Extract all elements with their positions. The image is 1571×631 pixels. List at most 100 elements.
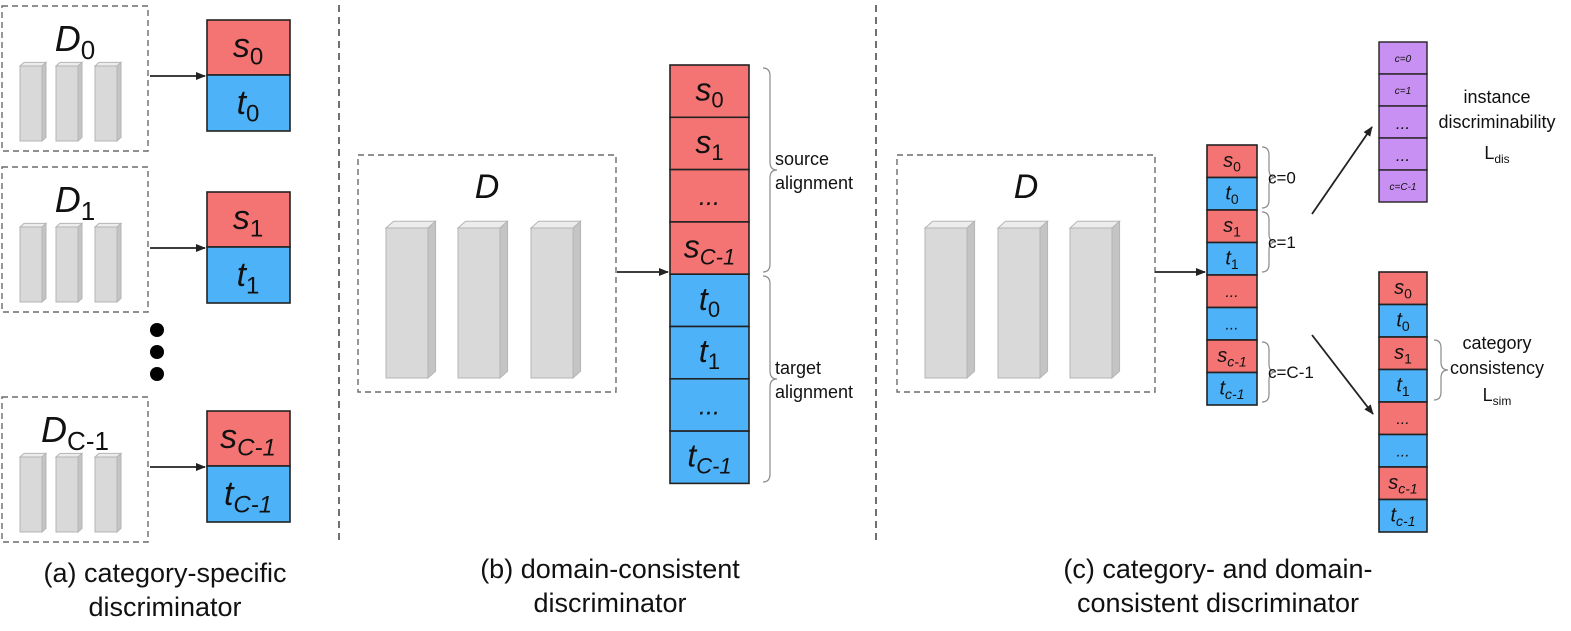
layer-block-side: [77, 61, 83, 143]
target-cell: [206, 465, 291, 523]
category-group-brace: [1261, 211, 1277, 273]
target-alignment-label: alignment: [775, 382, 853, 402]
layer-block-top: [384, 220, 437, 229]
target-cell-label: t1: [1225, 248, 1239, 272]
ellipsis-dot: [150, 323, 164, 337]
target-cell: [669, 325, 750, 380]
layer-block: [996, 220, 1049, 380]
target-cell-label: tC-1: [687, 438, 731, 479]
instance-cell-label: ...: [1396, 114, 1410, 133]
layer-block-front: [55, 226, 79, 303]
source-cell-label: sc-1: [1388, 472, 1417, 496]
target-cell-label: tC-1: [224, 475, 272, 518]
discriminator-box: [357, 154, 617, 393]
source-cell-label: sC-1: [684, 228, 735, 269]
panel-a-caption: discriminator: [88, 592, 241, 622]
source-cell-label: s1: [233, 199, 263, 242]
discriminator-box: [1, 166, 149, 313]
layer-block-side: [1039, 220, 1049, 380]
source-cell-label: sc-1: [1217, 345, 1246, 369]
instance-cell: [1378, 73, 1428, 107]
source-cell-label: s0: [233, 27, 263, 70]
layer-block-side: [41, 452, 47, 534]
category-consistency-label: consistency: [1450, 358, 1544, 378]
target-cell-label: ...: [1225, 317, 1238, 334]
instance-cell-label: c=C-1: [1390, 182, 1417, 193]
target-cell-label: t0: [699, 281, 720, 322]
flow-arrow: [1311, 334, 1374, 415]
target-cell: [206, 74, 291, 132]
category-group-label: c=C-1: [1268, 363, 1314, 382]
ellipsis-dot: [150, 367, 164, 381]
source-cell: [669, 64, 750, 119]
instance-cell-label: ...: [1396, 146, 1410, 165]
layer-block: [54, 61, 84, 143]
discriminator-label: D: [1014, 168, 1039, 206]
category-group-brace: [1261, 146, 1277, 209]
source-cell: [1378, 336, 1428, 371]
panel-b: Ds0s1...sC-1t0t1...tC-1sourcealignmentta…: [357, 64, 853, 618]
target-cell-label: ...: [699, 392, 720, 420]
layer-block-top: [923, 220, 976, 229]
discriminator-label: D1: [55, 179, 95, 226]
category-consistency-label: category: [1462, 333, 1531, 353]
source-cell: [669, 168, 750, 223]
panel-b-caption: (b) domain-consistent: [480, 554, 740, 584]
source-cell: [1378, 466, 1428, 501]
instance-cell-label: c=0: [1395, 54, 1412, 65]
layer-block-side: [572, 220, 582, 380]
instance-discriminability-label: instance: [1463, 87, 1530, 107]
target-cell: [1378, 368, 1428, 403]
target-cell-label: t0: [1225, 183, 1239, 207]
layer-block-side: [116, 222, 122, 304]
layer-block-side: [427, 220, 437, 380]
category-group-label: c=1: [1268, 233, 1296, 252]
layer-block: [18, 222, 48, 304]
layer-block: [456, 220, 509, 380]
instance-cell-label: c=1: [1395, 86, 1411, 97]
instance-discriminability-label: discriminability: [1438, 112, 1555, 132]
source-cell-label: s0: [695, 72, 723, 113]
target-cell: [1378, 433, 1428, 468]
category-group-brace: [1261, 341, 1277, 403]
layer-block: [93, 61, 123, 143]
layer-block: [529, 220, 582, 380]
target-cell-label: t0: [237, 84, 260, 127]
source-cell: [1378, 401, 1428, 436]
source-cell-label: s1: [695, 124, 723, 165]
layer-block-front: [924, 227, 968, 379]
layer-block-front: [55, 65, 79, 142]
layer-block: [1068, 220, 1121, 380]
layer-block-front: [457, 227, 501, 379]
layer-block: [54, 222, 84, 304]
discriminator-label: D: [475, 168, 500, 206]
target-cell-label: tc-1: [1390, 505, 1415, 529]
category-discriminator: D0 s0 t0: [1, 5, 291, 152]
layer-block: [18, 61, 48, 143]
target-cell: [206, 246, 291, 304]
layer-block: [93, 452, 123, 534]
source-cell-label: ...: [1396, 411, 1409, 428]
ellipsis-dot: [150, 345, 164, 359]
source-cell-label: s1: [1394, 342, 1412, 366]
source-cell-label: sC-1: [220, 418, 276, 461]
source-cell: [669, 221, 750, 275]
layer-block-front: [997, 227, 1041, 379]
discriminator-label: D0: [55, 18, 95, 65]
layer-block-front: [385, 227, 429, 379]
layer-block: [93, 222, 123, 304]
target-cell-label: t1: [699, 333, 720, 374]
category-group-label: c=0: [1268, 169, 1296, 188]
source-cell-label: s0: [1223, 150, 1241, 174]
layer-block-front: [19, 65, 43, 142]
layer-block-front: [530, 227, 574, 379]
layer-block: [384, 220, 437, 380]
flow-arrow: [1311, 126, 1373, 215]
layer-block-top: [996, 220, 1049, 229]
